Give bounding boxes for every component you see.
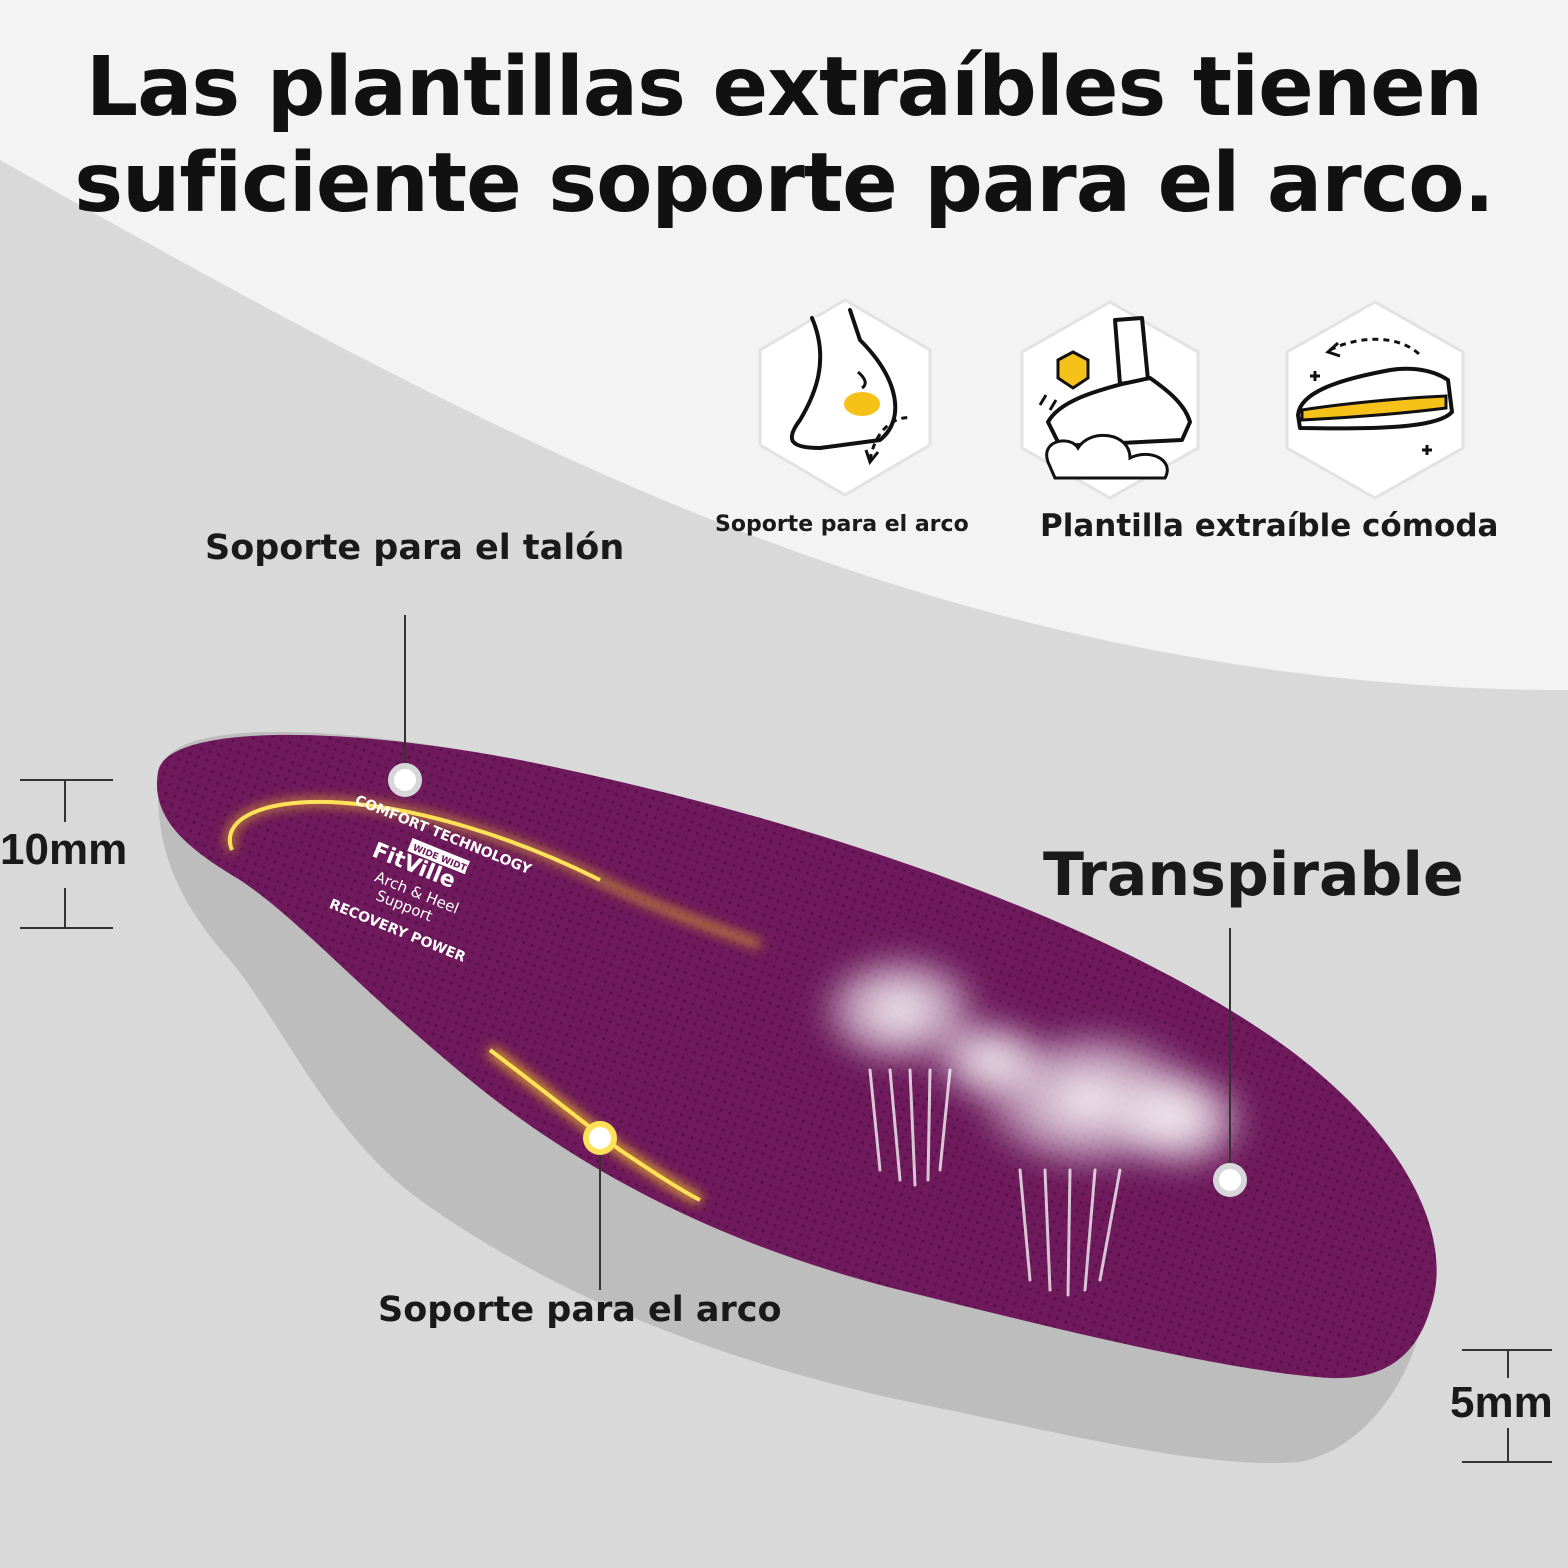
callout-breathable: Transpirable bbox=[1043, 840, 1464, 910]
breathable-marker-dot bbox=[1213, 1163, 1247, 1197]
icon-caption-arch: Soporte para el arco bbox=[715, 512, 969, 537]
toe-thickness-label: 5mm bbox=[1450, 1378, 1553, 1427]
callout-heel-support: Soporte para el talón bbox=[205, 528, 625, 568]
heel-thickness-label: 10mm bbox=[0, 825, 128, 874]
headline: Las plantillas extraíbles tienen suficie… bbox=[0, 40, 1568, 232]
insole-top bbox=[156, 734, 1437, 1379]
headline-line-1: Las plantillas extraíbles tienen bbox=[85, 40, 1483, 135]
shoe-insole-icon bbox=[1285, 300, 1465, 500]
callout-arch-support: Soporte para el arco bbox=[378, 1290, 782, 1330]
headline-line-2: suficiente soporte para el arco. bbox=[74, 136, 1495, 231]
heel-thickness-marker bbox=[20, 779, 113, 929]
foot-arch-icon bbox=[758, 298, 932, 497]
breathable-cloud bbox=[815, 950, 1250, 1175]
toe-thickness-marker bbox=[1462, 1349, 1552, 1463]
sneaker-cloud-icon bbox=[1020, 300, 1200, 500]
icon-caption-insole: Plantilla extraíble cómoda bbox=[1040, 508, 1499, 544]
arch-marker-dot bbox=[583, 1121, 617, 1155]
heel-marker-dot bbox=[388, 763, 422, 797]
airflow-streaks bbox=[868, 1068, 1122, 1297]
